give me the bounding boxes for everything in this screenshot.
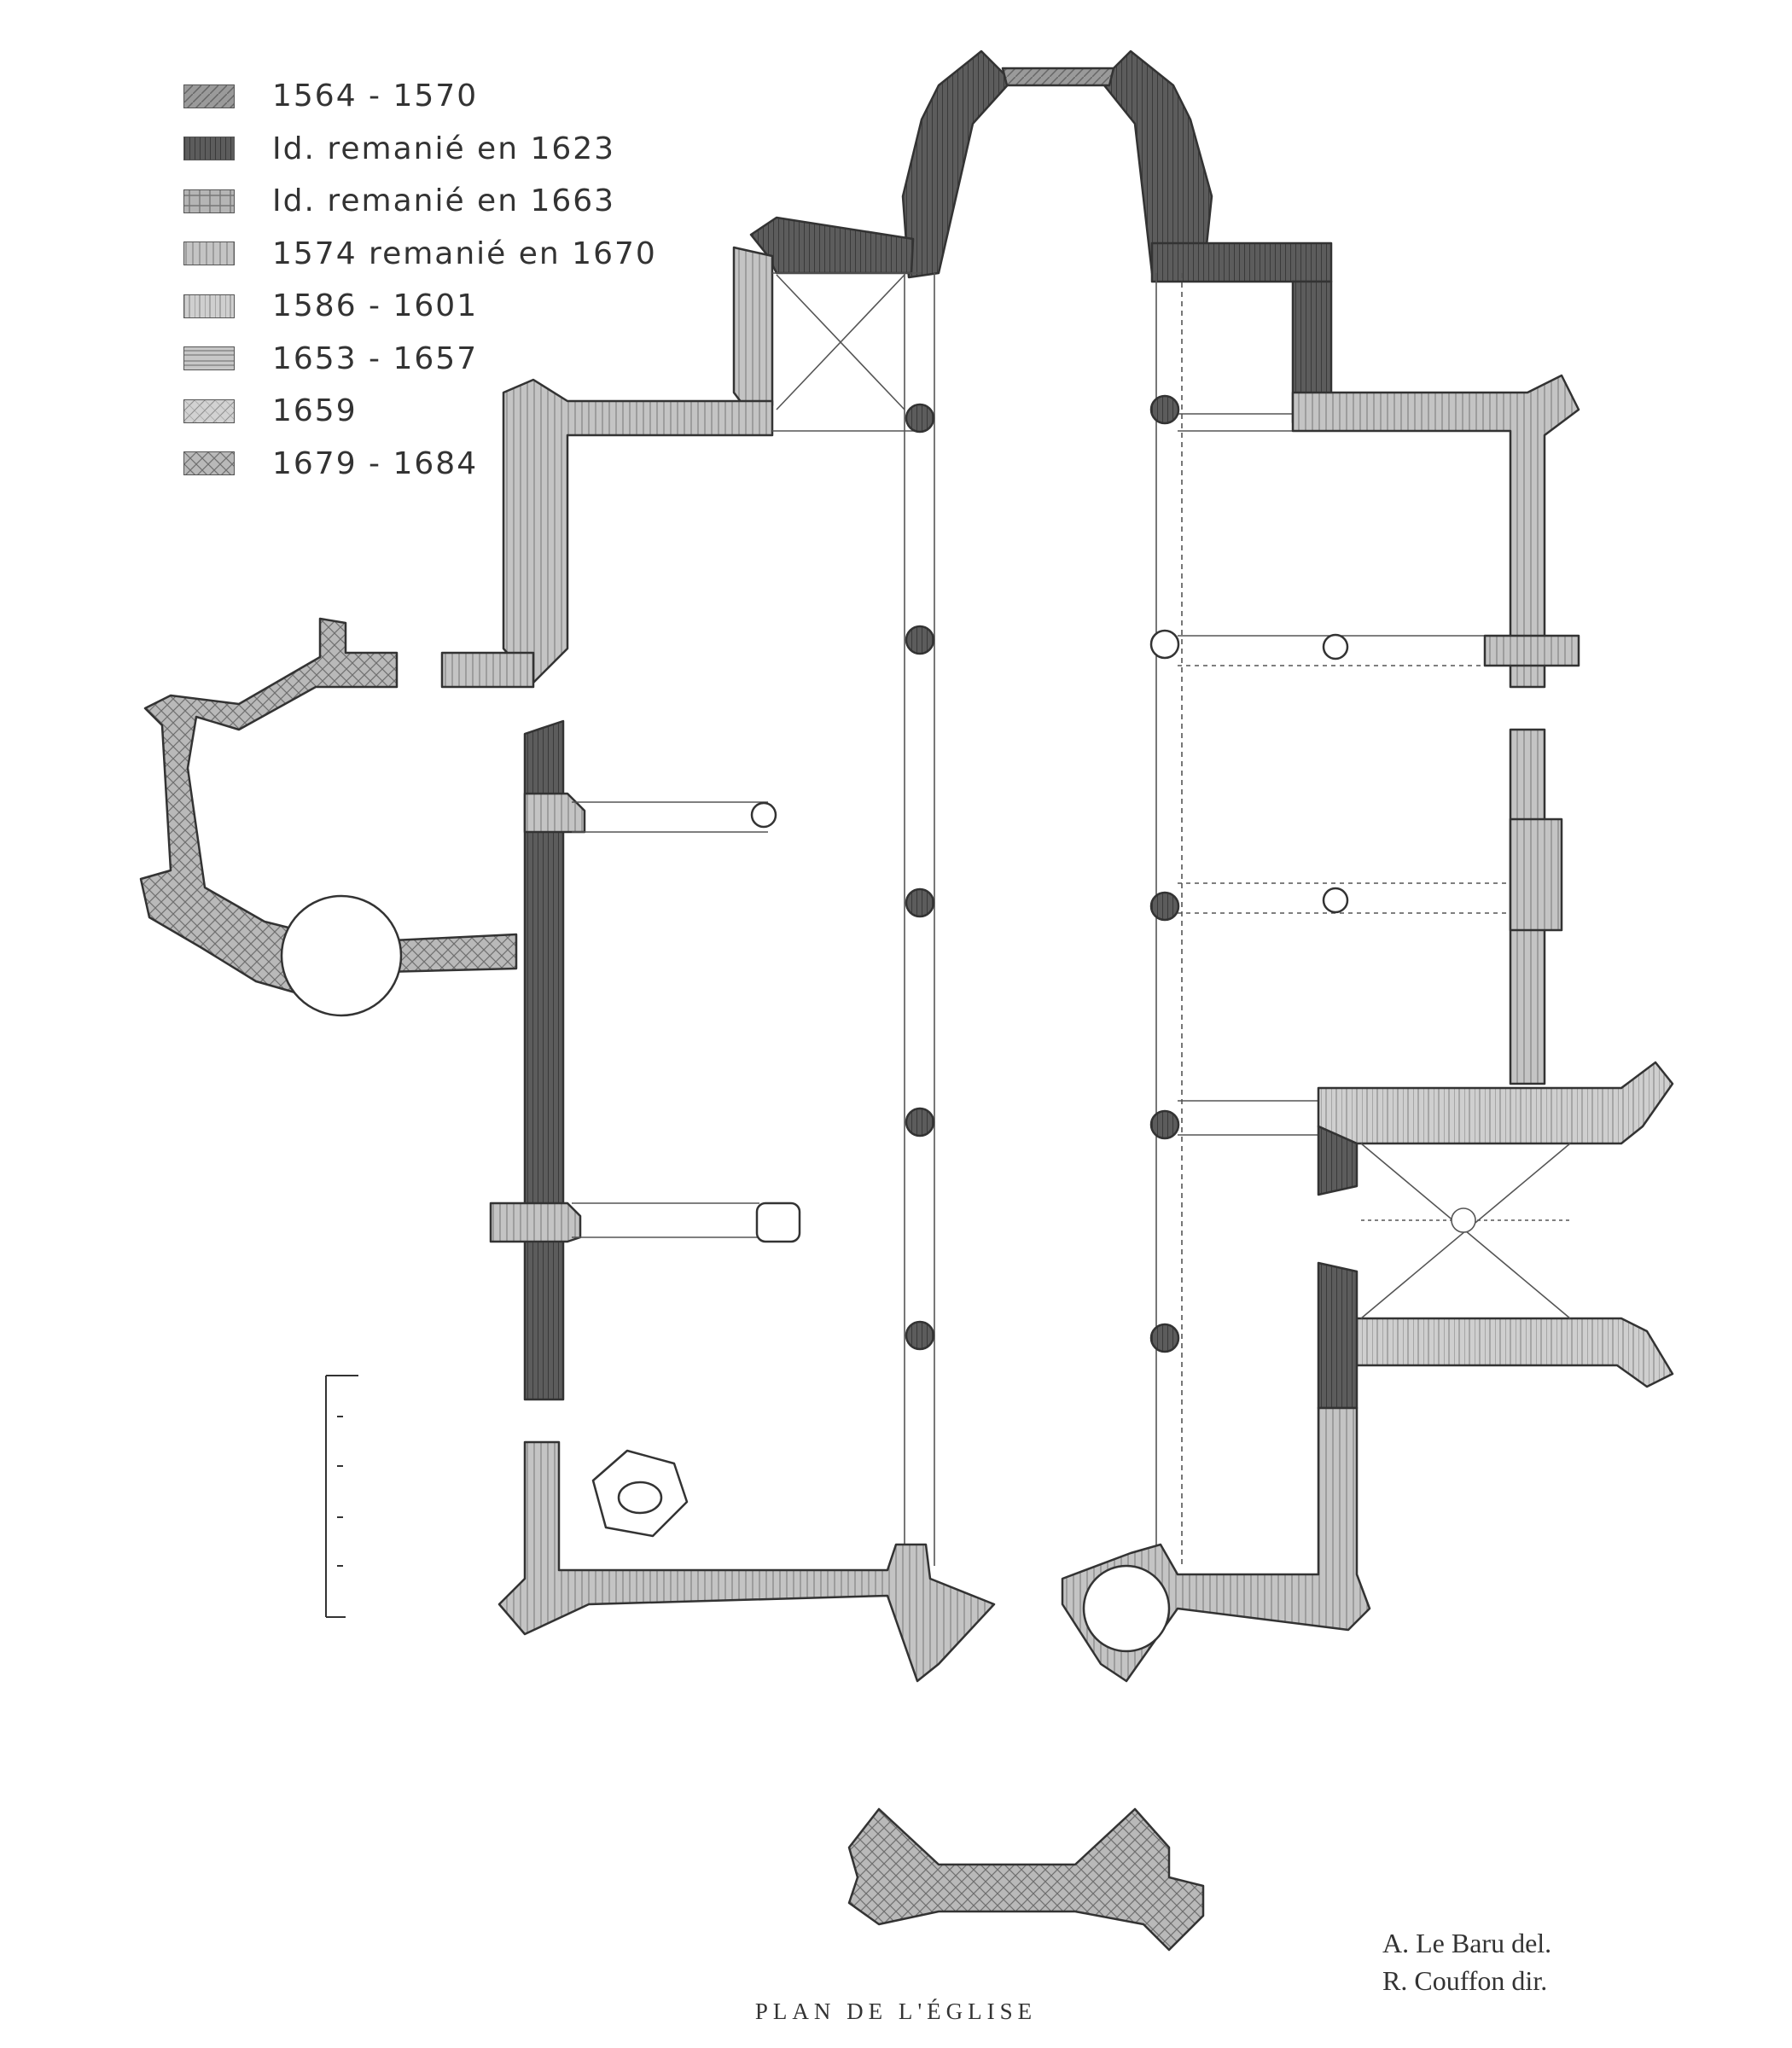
pier <box>1149 629 1180 660</box>
spiral-stair-south <box>1082 1564 1171 1653</box>
choir-apse <box>732 49 1333 424</box>
legend-item: 1653 - 1657 <box>183 333 661 386</box>
south-transept-wall <box>1291 374 1580 689</box>
pier <box>1149 1109 1180 1140</box>
legend-label: 1679 - 1684 <box>272 445 479 481</box>
legend-item: Id. remanié en 1623 <box>183 123 661 176</box>
legend-swatch <box>183 84 235 108</box>
legend-item: 1586 - 1601 <box>183 280 661 333</box>
chapel-north-side-wall <box>732 246 774 411</box>
pier <box>750 801 777 829</box>
south-buttress-2 <box>1509 817 1563 932</box>
west-facade <box>497 1406 1371 1683</box>
legend-label: Id. remanié en 1623 <box>272 131 616 166</box>
pier <box>1322 887 1349 914</box>
credit-director: R. Couffon dir. <box>1382 1965 1548 1996</box>
pier <box>905 887 935 918</box>
legend-item: 1564 - 1570 <box>183 70 661 123</box>
south-chapel-west-wall-2 <box>1317 1261 1359 1410</box>
north-porch-stub <box>440 651 535 689</box>
credit-draftsman: A. Le Baru del. <box>1382 1928 1552 1958</box>
chapel-north-upper-wall <box>749 216 915 275</box>
legend-swatch <box>183 189 235 213</box>
legend-swatch <box>183 346 235 371</box>
apse-wall-left <box>901 49 1013 279</box>
apse-wall-right <box>1099 49 1213 279</box>
legend-swatch <box>183 399 235 423</box>
octagonal-chapel <box>139 617 518 1017</box>
pier <box>1149 891 1180 922</box>
pier <box>1149 1323 1180 1353</box>
north-wall-buttress-1 <box>523 792 586 834</box>
legend: 1564 - 1570 Id. remanié en 1623 Id. rema… <box>183 70 661 490</box>
chapel-south-upper-wall <box>1150 241 1333 283</box>
legend-label: 1564 - 1570 <box>272 79 479 114</box>
pier <box>905 1320 935 1351</box>
pier <box>1149 394 1180 425</box>
nave-arcades <box>572 272 1510 1566</box>
octagon-wall <box>139 617 518 1000</box>
spiral-stair-north <box>280 894 403 1017</box>
north-wall-buttress-2 <box>489 1201 582 1243</box>
legend-label: Id. remanié en 1663 <box>272 183 616 219</box>
pier <box>905 625 935 655</box>
legend-item: Id. remanié en 1663 <box>183 175 661 228</box>
legend-label: 1574 remanié en 1670 <box>272 236 657 271</box>
legend-label: 1586 - 1601 <box>272 288 479 324</box>
legend-swatch <box>183 294 235 318</box>
south-chapel-west-wall <box>1317 1125 1359 1196</box>
south-walls <box>1291 374 1580 1085</box>
pier <box>1322 633 1349 660</box>
apse-east-wall <box>1001 67 1115 87</box>
south-chapel-north-wall <box>1317 1061 1674 1145</box>
legend-swatch <box>183 451 235 476</box>
pier <box>905 403 935 433</box>
font-basin <box>617 1481 663 1515</box>
legend-swatch <box>183 241 235 266</box>
south-chapel <box>1317 1061 1674 1410</box>
west-wall-north <box>497 1440 996 1683</box>
legend-swatch <box>183 137 235 161</box>
legend-item: 1659 <box>183 385 661 438</box>
nave-piers <box>750 394 1349 1353</box>
legend-item: 1574 remanié en 1670 <box>183 228 661 281</box>
south-buttress-1 <box>1483 634 1580 667</box>
legend-item: 1679 - 1684 <box>183 438 661 491</box>
south-chapel-south-wall <box>1355 1317 1674 1388</box>
west-porch <box>847 1807 1205 1952</box>
credits: A. Le Baru del. R. Couffon dir. <box>1382 1924 1638 1999</box>
legend-label: 1653 - 1657 <box>272 340 479 376</box>
north-walls <box>440 378 774 1401</box>
plan-caption: PLAN DE L'ÉGLISE <box>754 1999 1038 2024</box>
pier <box>755 1201 801 1243</box>
scale-bar <box>325 1375 358 1618</box>
legend-label: 1659 <box>272 393 358 429</box>
pier <box>905 1107 935 1137</box>
